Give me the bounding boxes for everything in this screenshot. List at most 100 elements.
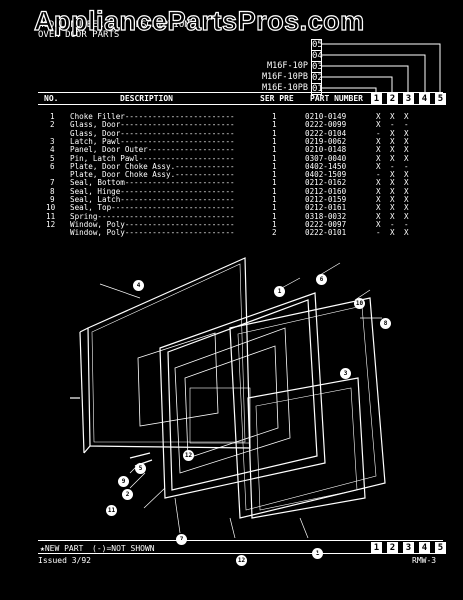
part-qty: 1 [272,153,277,163]
model-mark: X [404,153,409,163]
part-qty: 1 [272,219,277,229]
model-code: M16E-10PB [261,83,308,93]
model-mark: - [390,120,395,130]
watermark: AppliancePartsPros.com [33,5,365,36]
part-no: 11 [46,211,56,221]
part-no: 2 [50,120,55,130]
model-mark: X [404,128,409,138]
model-mark: X [376,145,381,155]
model-mark: - [390,161,395,171]
model-code: M16F-10PB [261,72,308,82]
page-subtitle: OVEN DOOR PARTS [38,30,120,40]
callout-4: 4 [133,280,144,291]
part-number: 0307-0040 [305,153,347,163]
callout-1: 1 [274,286,285,297]
table-row: Window, Poly------------------------ 2 022… [0,228,463,237]
callout-12: 12 [236,555,247,566]
part-qty: 1 [272,203,277,213]
legend-not-shown: (-)=NOT SHOWN [92,544,155,553]
part-no: 4 [50,145,55,155]
part-description: Plate, Door Choke Assy.------------- [70,170,235,180]
legend-new-part: ★NEW PART [40,544,84,553]
part-no: 10 [46,203,56,213]
part-number: 0210-0148 [305,145,347,155]
model-mark: X [390,228,395,238]
model-mark: X [390,178,395,188]
part-number: 0222-0101 [305,228,347,238]
callout-5: 5 [135,463,146,474]
col-ser-pre: SER PRE [260,94,294,103]
model-mark: X [376,203,381,213]
callout-3: 3 [340,368,351,379]
model-mark: X [376,120,381,130]
part-description: Glass, Door------------------------- [70,128,235,138]
footer-rule-bottom [38,553,443,554]
part-no: 6 [50,161,55,171]
part-description: Seal, Bottom------------------------ [70,178,235,188]
model-mark: X [404,195,409,204]
part-description: Window, Poly------------------------ [70,219,235,229]
part-qty: 1 [272,186,277,196]
model-mark: X [376,136,381,146]
model-mark: X [376,211,381,221]
model-column-box: 3 [403,542,414,554]
table-row: Glass, Door------------------------- 1 022… [0,129,463,138]
model-mark: - [376,128,381,138]
part-qty: 2 [272,228,277,238]
oven-door-exploded-diagram [70,257,386,538]
model-mark: - [390,219,395,229]
model-mark: X [376,153,381,163]
model-mark: - [404,219,409,229]
part-no: 12 [46,219,56,229]
model-mark: X [404,145,409,155]
part-qty: 1 [272,161,277,171]
part-number: 0402-1509 [305,170,347,180]
part-qty: 1 [272,178,277,188]
callout-10: 10 [354,298,365,309]
model-mark: X [390,145,395,155]
model-mark: X [376,161,381,171]
col-no: NO. [44,94,59,103]
model-mark: X [404,136,409,146]
model-mark: - [376,228,381,238]
part-number: 0222-0104 [305,128,347,138]
part-number: 0212-0160 [305,186,347,196]
part-no: 5 [50,153,55,163]
col-description: DESCRIPTION [120,94,173,103]
header-rule-top [38,92,443,93]
model-mark: X [390,170,395,180]
part-no: 3 [50,136,55,146]
callout-7: 7 [176,534,187,545]
model-mark: X [390,211,395,221]
part-description: Choke Filler------------------------ [70,112,235,121]
model-mark: X [390,128,395,138]
part-number: 0402-1450 [305,161,347,171]
part-number: 0222-0099 [305,120,347,130]
part-description: Window, Poly------------------------ [70,228,235,238]
model-mark: - [404,120,409,130]
model-mark: X [404,186,409,196]
model-mark: X [390,186,395,196]
part-qty: 1 [272,112,277,121]
model-mark: X [376,195,381,204]
part-qty: 1 [272,128,277,138]
part-qty: 1 [272,145,277,155]
header-rule-bottom [38,104,443,105]
table-row: 5 Pin, Latch Pawl--------------------- 1 03… [0,154,463,163]
part-description: Glass, Door------------------------- [70,120,235,130]
part-qty: 1 [272,195,277,204]
part-description: Pin, Latch Pawl--------------------- [70,153,235,163]
part-qty: 1 [272,136,277,146]
part-description: Seal, Top--------------------------- [70,203,235,213]
footer-rule-top [38,540,443,541]
col-part-number: PART NUMBER [310,94,363,103]
model-mark: - [376,170,381,180]
model-column-box: 4 [419,542,430,554]
callout-9: 9 [118,476,129,487]
part-number: 0222-0097 [305,219,347,229]
